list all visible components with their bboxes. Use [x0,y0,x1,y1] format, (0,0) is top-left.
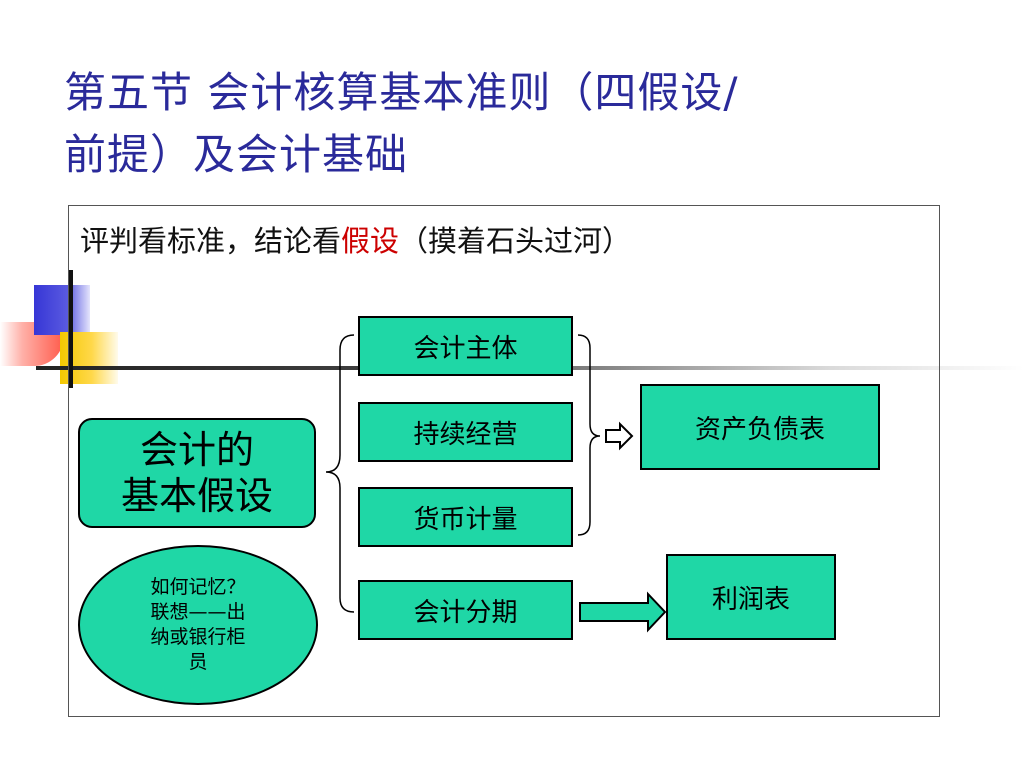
slide-title-line-1: 第五节 会计核算基本准则（四假设/ [64,68,739,117]
income-statement-box: 利润表 [666,554,836,640]
slide-title: 第五节 会计核算基本准则（四假设/ 前提）及会计基础 [64,62,964,186]
assumption-monetary-label: 货币计量 [413,504,518,535]
assumption-period-box: 会计分期 [358,580,573,640]
memory-tip-ellipse: 如何记忆？ 联想——出 纳或银行柜 员 [78,545,318,705]
memory-tip-line-4: 员 [188,651,208,673]
intro-text-after: （摸着石头过河） [399,224,632,258]
basic-assumptions-line-1: 会计的 [139,428,254,472]
memory-tip-line-2: 联想——出 [150,601,246,623]
balance-sheet-label: 资产负债表 [694,414,825,445]
basic-assumptions-node: 会计的 基本假设 [78,418,316,528]
small-arrow [605,421,634,451]
basic-assumptions-line-2: 基本假设 [120,474,273,518]
content-frame [68,205,940,717]
intro-text: 评判看标准，结论看假设（摸着石头过河） [80,218,631,260]
decoration-blue-block [34,285,90,335]
income-statement-label: 利润表 [711,584,790,615]
slide-title-line-2: 前提）及会计基础 [64,130,409,179]
assumption-going-concern-label: 持续经营 [413,419,518,450]
right-bracket [577,334,601,536]
assumption-monetary-box: 货币计量 [358,487,573,547]
intro-text-highlight: 假设 [341,224,400,258]
intro-text-before: 评判看标准，结论看 [80,224,342,258]
assumption-period-label: 会计分期 [413,597,518,628]
assumption-going-concern-box: 持续经营 [358,402,573,462]
memory-tip-line-3: 纳或银行柜 [150,626,246,648]
memory-tip-line-1: 如何记忆？ [150,576,246,598]
assumption-entity-box: 会计主体 [358,316,573,376]
balance-sheet-box: 资产负债表 [640,384,880,470]
decoration-vertical-line [69,270,73,388]
left-brace [325,334,355,613]
large-arrow [579,591,667,633]
assumption-entity-label: 会计主体 [413,333,518,364]
